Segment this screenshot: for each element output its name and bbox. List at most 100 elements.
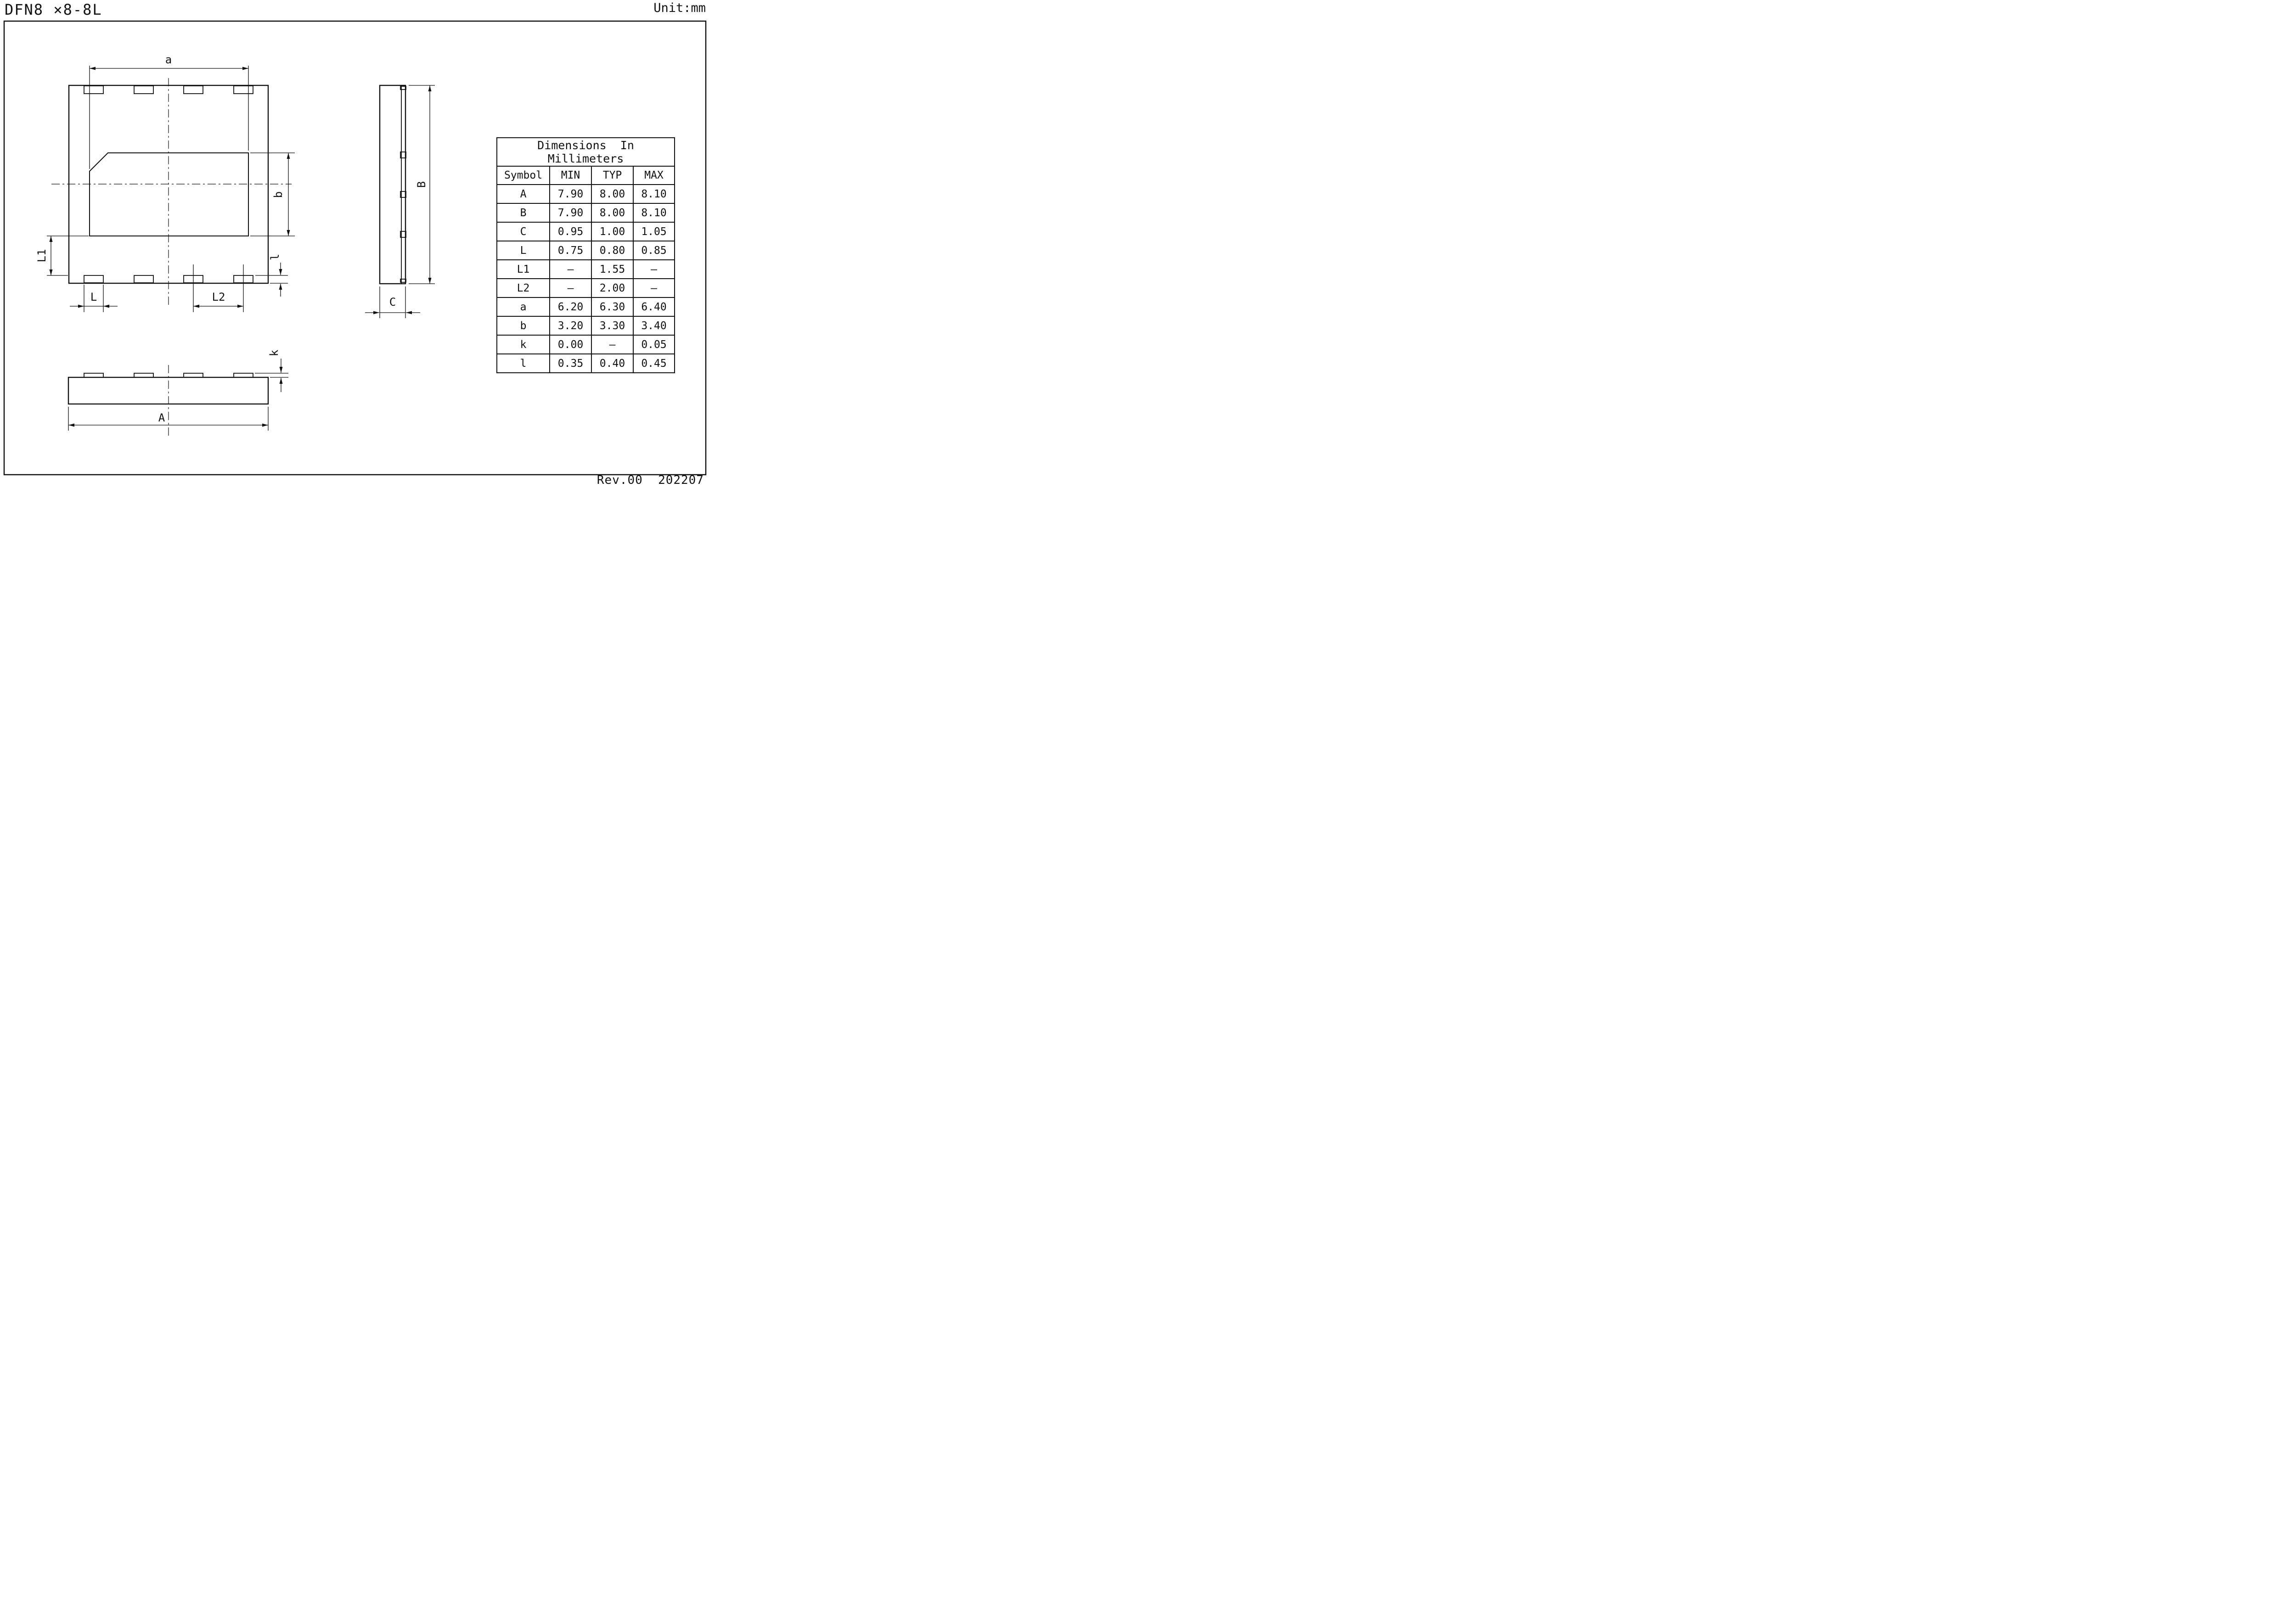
cell-min: – (549, 259, 592, 279)
dim-label-L2: L2 (212, 291, 225, 303)
dim-label-L1: L1 (35, 249, 48, 263)
cell-min: 0.95 (549, 222, 592, 241)
cell-min: 7.90 (549, 203, 592, 223)
dimension-C: C (365, 286, 420, 318)
cell-symbol: l (496, 353, 550, 373)
cell-min: – (549, 278, 592, 298)
dimensions-table: Dimensions In Millimeters Symbol MIN TYP… (496, 137, 675, 373)
cell-symbol: b (496, 316, 550, 336)
table-row: C 0.95 1.00 1.05 (496, 222, 675, 241)
header-min: MIN (549, 166, 592, 185)
sheet-border (3, 20, 707, 476)
cell-typ: 0.40 (591, 353, 634, 373)
cell-typ: 3.30 (591, 316, 634, 336)
dim-label-l: l (269, 254, 281, 260)
cell-max: 0.85 (632, 241, 675, 260)
pad (134, 275, 154, 283)
side-pad-mark (400, 279, 406, 283)
side-pad-mark (400, 151, 406, 158)
side-pad-mark (400, 231, 406, 238)
cell-min: 0.00 (549, 335, 592, 354)
dim-label-L: L (90, 291, 97, 303)
table-title-line1: Dimensions In (537, 139, 634, 152)
revision-label: Rev.00 202207 (597, 473, 704, 487)
cell-max: 0.45 (632, 353, 675, 373)
cell-typ: 8.00 (591, 203, 634, 223)
table-title-row: Dimensions In Millimeters (496, 137, 675, 167)
cell-symbol: L2 (496, 278, 550, 298)
cell-symbol: A (496, 184, 550, 204)
dimension-B: B (409, 85, 435, 284)
table-title: Dimensions In Millimeters (496, 137, 675, 167)
header-typ: TYP (591, 166, 634, 185)
cell-min: 0.35 (549, 353, 592, 373)
dimension-l: l (255, 254, 288, 297)
cell-min: 7.90 (549, 184, 592, 204)
table-header-row: Symbol MIN TYP MAX (496, 166, 675, 185)
unit-label: Unit:mm (653, 1, 706, 15)
table-row: L 0.75 0.80 0.85 (496, 241, 675, 260)
pad (134, 373, 154, 378)
pad (84, 275, 104, 283)
dim-label-k: k (268, 349, 281, 356)
table-row: B 7.90 8.00 8.10 (496, 203, 675, 223)
package-body-side-view (379, 84, 406, 285)
table-row: a 6.20 6.30 6.40 (496, 297, 675, 317)
table-row: l 0.35 0.40 0.45 (496, 353, 675, 373)
dim-label-B: B (415, 181, 428, 188)
table-row: b 3.20 3.30 3.40 (496, 316, 675, 336)
dimension-L1: L1 (35, 236, 89, 276)
side-pad-mark (400, 191, 406, 198)
cell-max: 8.10 (632, 184, 675, 204)
cell-min: 0.75 (549, 241, 592, 260)
page-title: DFN8 ×8-8L (5, 1, 102, 18)
side-pad-mark (400, 86, 406, 90)
table-row: L2 – 2.00 – (496, 278, 675, 298)
dimension-L2: L2 (193, 264, 244, 312)
side-view: B C (365, 84, 435, 318)
cell-max: 0.05 (632, 335, 675, 354)
dimension-a: a (89, 53, 249, 169)
cell-typ: 6.30 (591, 297, 634, 317)
dim-label-A: A (158, 411, 165, 424)
cell-max: 3.40 (632, 316, 675, 336)
dimension-b: b (250, 152, 295, 236)
top-view: a b L1 L (35, 53, 295, 312)
cell-max: 8.10 (632, 203, 675, 223)
cell-min: 3.20 (549, 316, 592, 336)
cell-max: 6.40 (632, 297, 675, 317)
cell-symbol: L (496, 241, 550, 260)
cell-typ: 1.55 (591, 259, 634, 279)
front-view: k A (68, 349, 288, 437)
cell-symbol: C (496, 222, 550, 241)
pad (233, 85, 253, 94)
cell-max: – (632, 278, 675, 298)
header-symbol: Symbol (496, 166, 550, 185)
dim-label-b: b (272, 191, 285, 198)
dim-label-a: a (165, 53, 172, 66)
cell-typ: 0.80 (591, 241, 634, 260)
dim-label-C: C (389, 296, 396, 308)
table-row: L1 – 1.55 – (496, 259, 675, 279)
pad (183, 373, 203, 378)
cell-symbol: L1 (496, 259, 550, 279)
table-row: k 0.00 – 0.05 (496, 335, 675, 354)
pad (233, 373, 253, 378)
drawing-sheet: DFN8 ×8-8L Unit:mm (0, 0, 709, 488)
cell-symbol: a (496, 297, 550, 317)
table-row: A 7.90 8.00 8.10 (496, 184, 675, 204)
cell-typ: 2.00 (591, 278, 634, 298)
dimension-L: L (70, 285, 118, 312)
pad (84, 85, 104, 94)
cell-max: 1.05 (632, 222, 675, 241)
pad (134, 85, 154, 94)
table-title-line2: Millimeters (547, 152, 624, 165)
cell-min: 6.20 (549, 297, 592, 317)
package-drawing: a b L1 L (3, 20, 707, 476)
header-max: MAX (632, 166, 675, 185)
cell-typ: – (591, 335, 634, 354)
cell-max: – (632, 259, 675, 279)
pad (183, 85, 203, 94)
exposed-thermal-pad (89, 152, 249, 236)
pad (84, 373, 104, 378)
